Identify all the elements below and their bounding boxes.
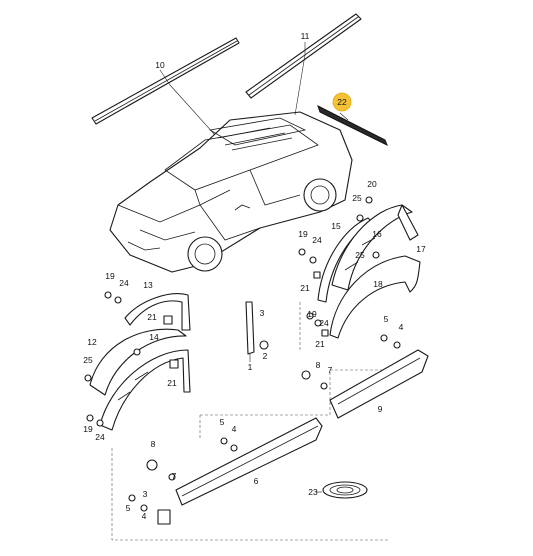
- callout-6[interactable]: 6: [254, 476, 259, 486]
- callout-2[interactable]: 2: [263, 351, 268, 361]
- callout-23[interactable]: 23: [308, 487, 318, 497]
- callout-15[interactable]: 15: [331, 221, 341, 231]
- callout-4[interactable]: 4: [232, 424, 237, 434]
- callout-21[interactable]: 21: [300, 283, 310, 293]
- part-22-roof-spoiler-strip[interactable]: [317, 105, 388, 147]
- callout-24[interactable]: 24: [319, 318, 329, 328]
- callout-7[interactable]: 7: [328, 365, 333, 375]
- fasteners: [84, 196, 401, 525]
- callout-11[interactable]: 11: [301, 31, 310, 41]
- callout-21[interactable]: 21: [147, 312, 157, 322]
- part-11-roof-trim-right[interactable]: [245, 13, 362, 99]
- callout-8[interactable]: 8: [316, 360, 321, 370]
- callout-7[interactable]: 7: [172, 471, 177, 481]
- callout-22[interactable]: 22: [337, 97, 347, 107]
- part-13-front-wheel-arch-upper[interactable]: [124, 293, 191, 331]
- part-12-front-wheel-arch-trim[interactable]: [89, 328, 187, 396]
- part-23-adhesive-tape-roll[interactable]: [316, 481, 368, 499]
- callout-19[interactable]: 19: [83, 424, 93, 434]
- part-18-rear-wheel-arch-lower[interactable]: [329, 255, 421, 339]
- callout-24[interactable]: 24: [312, 235, 322, 245]
- callout-9[interactable]: 9: [378, 404, 383, 414]
- callout-3[interactable]: 3: [143, 489, 148, 499]
- callout-5[interactable]: 5: [126, 503, 131, 513]
- callout-19[interactable]: 19: [105, 271, 115, 281]
- callout-21[interactable]: 21: [315, 339, 325, 349]
- callout-21[interactable]: 21: [167, 378, 177, 388]
- callout-10[interactable]: 10: [155, 60, 165, 70]
- callout-12[interactable]: 12: [87, 337, 97, 347]
- callout-14[interactable]: 14: [149, 332, 159, 342]
- callout-13[interactable]: 13: [143, 280, 153, 290]
- callout-5[interactable]: 5: [220, 417, 225, 427]
- callout-highlight-22: [332, 92, 352, 112]
- callout-24[interactable]: 24: [119, 278, 129, 288]
- callout-1[interactable]: 1: [248, 362, 253, 372]
- callout-25[interactable]: 25: [355, 250, 365, 260]
- part-6-side-skirt[interactable]: [175, 417, 323, 506]
- callout-4[interactable]: 4: [142, 511, 147, 521]
- callout-16[interactable]: 16: [372, 229, 382, 239]
- callout-4[interactable]: 4: [399, 322, 404, 332]
- callout-24[interactable]: 24: [95, 432, 105, 442]
- callout-17[interactable]: 17: [416, 244, 426, 254]
- callout-5[interactable]: 5: [384, 314, 389, 324]
- callout-25[interactable]: 25: [83, 355, 93, 365]
- car-body-illustration: [109, 54, 353, 273]
- callout-19[interactable]: 19: [307, 309, 317, 319]
- callout-19[interactable]: 19: [298, 229, 308, 239]
- part-14-front-wheel-arch-lower[interactable]: [99, 349, 191, 431]
- callout-20[interactable]: 20: [367, 179, 377, 189]
- callout-25[interactable]: 25: [352, 193, 362, 203]
- callout-8[interactable]: 8: [151, 439, 156, 449]
- clip-20: [365, 196, 373, 204]
- callout-3[interactable]: 3: [260, 308, 265, 318]
- callout-18[interactable]: 18: [373, 279, 383, 289]
- part-16-rear-wheel-arch-trim[interactable]: [331, 204, 419, 291]
- part-1-door-trim-strip[interactable]: [245, 301, 255, 362]
- part-9-rear-door-panel[interactable]: [329, 349, 429, 419]
- part-10-roof-trim-left[interactable]: [91, 37, 240, 125]
